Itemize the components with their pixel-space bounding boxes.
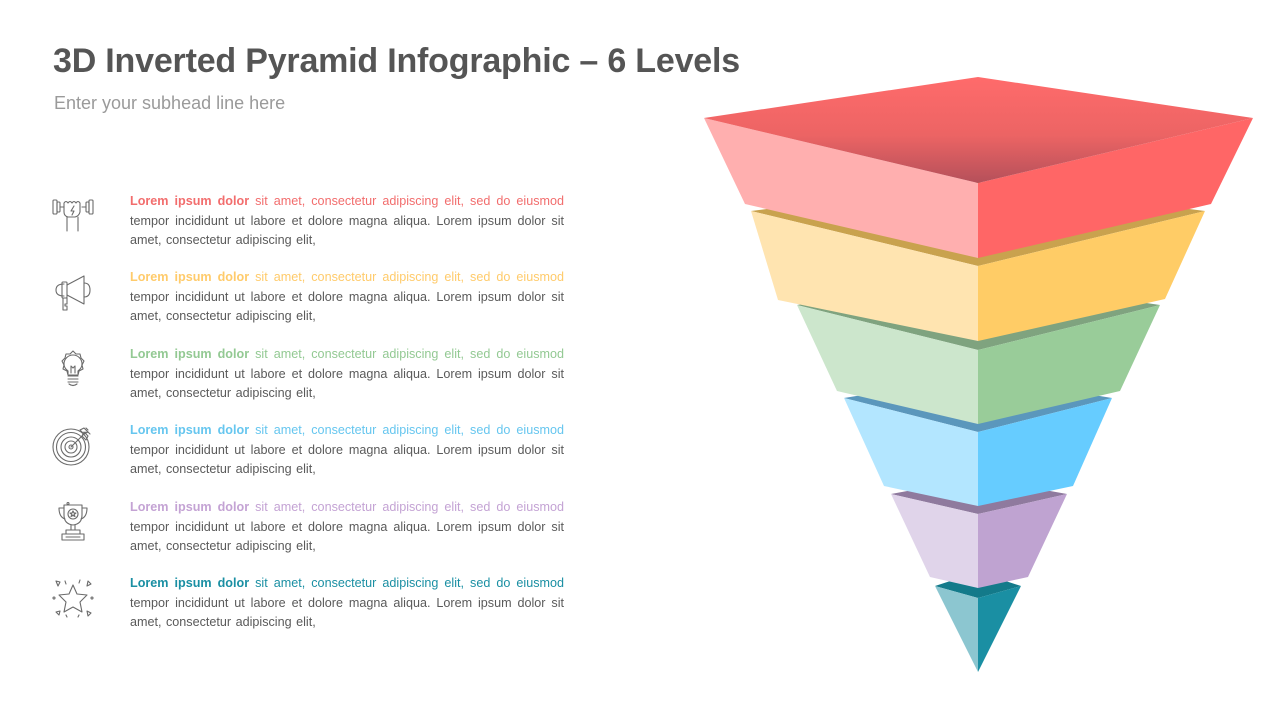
level-3-left-face — [797, 305, 978, 424]
trophy-icon — [50, 501, 96, 544]
level-6-left-face — [935, 586, 978, 672]
level-lead-rest: sit amet, consectetur adipiscing elit, s… — [249, 194, 564, 208]
level-4-left-face — [844, 398, 978, 506]
level-1-left-face — [704, 118, 978, 258]
level-body: tempor incididunt ut labore et dolore ma… — [130, 595, 564, 630]
level-body: tempor incididunt ut labore et dolore ma… — [130, 519, 564, 554]
level-text-6: Lorem ipsum dolor sit amet, consectetur … — [130, 574, 564, 633]
target-arrow-icon — [50, 425, 96, 467]
level-lead: Lorem ipsum dolor — [130, 423, 250, 437]
level-text-1: Lorem ipsum dolor sit amet, consectetur … — [130, 192, 564, 251]
level-lead: Lorem ipsum dolor — [130, 576, 250, 590]
megaphone-icon — [50, 272, 96, 314]
level-lead: Lorem ipsum dolor — [130, 347, 250, 361]
level-lead: Lorem ipsum dolor — [130, 500, 250, 514]
level-2-right-face — [978, 211, 1205, 341]
level-lead: Lorem ipsum dolor — [130, 270, 250, 284]
level-text-2: Lorem ipsum dolor sit amet, consectetur … — [130, 268, 564, 327]
level-lead-rest: sit amet, consectetur adipiscing elit, s… — [249, 270, 564, 284]
level-item-5: Lorem ipsum dolor sit amet, consectetur … — [0, 500, 600, 572]
pyramid-level-1 — [704, 77, 1253, 258]
level-5-right-face — [978, 494, 1067, 588]
level-item-1: Lorem ipsum dolor sit amet, consectetur … — [0, 194, 600, 266]
level-item-2: Lorem ipsum dolor sit amet, consectetur … — [0, 270, 600, 342]
level-body: tempor incididunt ut labore et dolore ma… — [130, 289, 564, 324]
level-descriptions: Lorem ipsum dolor sit amet, consectetur … — [0, 0, 600, 720]
level-item-4: Lorem ipsum dolor sit amet, consectetur … — [0, 423, 600, 495]
page-title: 3D Inverted Pyramid Infographic – 6 Leve… — [53, 42, 740, 80]
level-lead-rest: sit amet, consectetur adipiscing elit, s… — [249, 500, 564, 514]
level-2-left-face — [751, 211, 978, 341]
level-4-right-face — [978, 398, 1112, 506]
level-item-3: Lorem ipsum dolor sit amet, consectetur … — [0, 347, 600, 419]
level-text-4: Lorem ipsum dolor sit amet, consectetur … — [130, 421, 564, 480]
level-lead-rest: sit amet, consectetur adipiscing elit, s… — [249, 423, 564, 437]
lightbulb-icon — [50, 349, 96, 391]
page-subtitle: Enter your subhead line here — [54, 93, 286, 113]
level-lead-rest: sit amet, consectetur adipiscing elit, s… — [249, 576, 564, 590]
level-1-top-face — [704, 77, 1253, 183]
level-body: tempor incididunt ut labore et dolore ma… — [130, 366, 564, 401]
dumbbell-fist-icon — [50, 196, 96, 238]
level-body: tempor incididunt ut labore et dolore ma… — [130, 213, 564, 248]
level-3-right-face — [978, 305, 1160, 424]
level-text-5: Lorem ipsum dolor sit amet, consectetur … — [130, 498, 564, 557]
level-body: tempor incididunt ut labore et dolore ma… — [130, 442, 564, 477]
level-1-right-face — [978, 118, 1253, 258]
level-item-6: Lorem ipsum dolor sit amet, consectetur … — [0, 576, 600, 648]
level-text-3: Lorem ipsum dolor sit amet, consectetur … — [130, 345, 564, 404]
level-lead: Lorem ipsum dolor — [130, 194, 250, 208]
level-5-left-face — [891, 494, 978, 588]
level-lead-rest: sit amet, consectetur adipiscing elit, s… — [249, 347, 564, 361]
level-6-right-face — [978, 586, 1021, 672]
star-burst-icon — [50, 578, 96, 620]
